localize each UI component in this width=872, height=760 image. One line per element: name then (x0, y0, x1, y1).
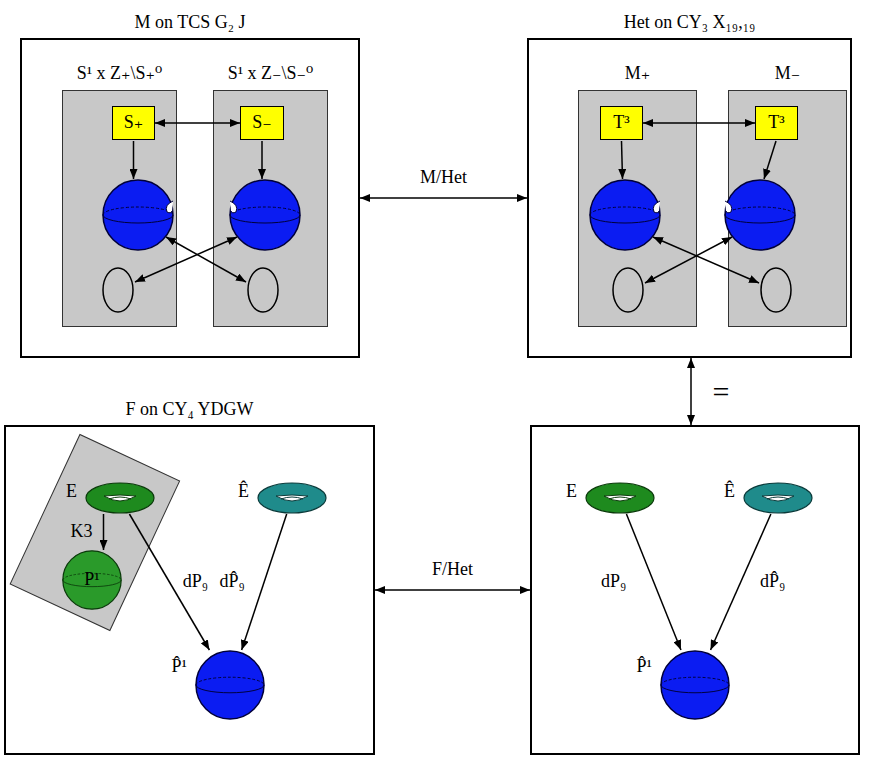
panel-box: T³M₊T³M₋Het on CY₃ X₁₉,₁₉ (527, 38, 852, 358)
patch-header: M₋ (775, 63, 801, 85)
fiber-box: T³ (755, 106, 798, 140)
connector-arrow (155, 122, 240, 124)
fiber-box: S₊ (112, 106, 155, 140)
matching-arrow (653, 237, 759, 283)
sphere-notch (653, 201, 660, 213)
sphere-outline (195, 650, 265, 720)
connector-arrow (360, 197, 527, 199)
edge-label: K3 (71, 521, 93, 543)
connector-arrow (626, 514, 681, 650)
sphere-notch (725, 201, 732, 213)
torus-shape: E (85, 482, 155, 514)
sphere-outline (660, 650, 730, 720)
base-sphere (590, 180, 660, 250)
circle-fiber (248, 268, 278, 312)
edge-label: dP̂₉ (219, 571, 244, 593)
connector-arrow (242, 514, 287, 650)
fibration-region (10, 434, 179, 630)
shape-label: Ê (238, 481, 249, 503)
torus-shape: Ê (743, 482, 813, 514)
edge-label: dP̂₉ (760, 571, 785, 593)
fiber-box: S₋ (240, 106, 284, 140)
torus-outline (585, 482, 655, 514)
torus-shape: Ê (257, 482, 327, 514)
connector-arrow (375, 589, 530, 591)
sphere-notch (230, 201, 237, 213)
matching-arrow (135, 237, 237, 282)
connector-arrow (690, 358, 692, 425)
circle-fiber (613, 268, 643, 312)
fiber-box: T³ (600, 106, 643, 140)
connector-arrow (103, 514, 105, 550)
panel-box: S₊S¹ x Z₊\S₊⁰S₋S¹ x Z₋\S₋⁰M on TCS G₂ J (20, 38, 360, 358)
base-sphere (230, 180, 300, 250)
torus-outline (743, 482, 813, 514)
fibration-arrow (764, 141, 776, 179)
torus-outline (257, 482, 327, 514)
fibration-arrow (261, 141, 263, 179)
shape-label: P¹ (84, 569, 99, 591)
matching-arrow (645, 237, 732, 283)
sphere-notch (166, 201, 173, 213)
circle-fiber (761, 268, 791, 312)
edge-label: dP₉ (183, 571, 208, 593)
torus-shape: E (585, 482, 655, 514)
edge-label: F/Het (432, 559, 473, 581)
edge-label: M/Het (420, 167, 467, 189)
sphere-shape: P̂¹ (195, 650, 265, 720)
patch-header: M₊ (625, 63, 651, 85)
base-sphere (103, 180, 173, 250)
box-label: S₋ (252, 112, 272, 134)
shape-label: Ê (724, 481, 735, 503)
shape-label: E (66, 481, 77, 503)
box-label: T³ (768, 112, 784, 134)
patch-header: S¹ x Z₊\S₊⁰ (77, 63, 163, 85)
fibration-arrow (133, 141, 135, 179)
shape-label: P̂¹ (637, 656, 652, 678)
shape-label: E (566, 481, 577, 503)
shape-label: P̂¹ (172, 656, 187, 678)
matching-arrow (166, 237, 246, 282)
connector-arrow (643, 122, 755, 124)
circle-fiber (103, 268, 133, 312)
box-label: S₊ (124, 112, 144, 134)
fibration-arrow (622, 141, 623, 179)
panel-box: E Ê P̂¹ (530, 425, 860, 755)
box-label: T³ (613, 112, 629, 134)
sphere-shape: P̂¹ (660, 650, 730, 720)
panel-title: F on CY₄ YDGW (125, 399, 253, 421)
edge-label: = (713, 374, 730, 410)
edge-label: dP₉ (601, 571, 626, 593)
connector-arrow (129, 514, 209, 650)
panel-title: Het on CY₃ X₁₉,₁₉ (624, 12, 755, 34)
torus-outline (85, 482, 155, 514)
panel-title: M on TCS G₂ J (135, 12, 246, 34)
base-sphere (725, 180, 795, 250)
sphere-shape: P¹ (62, 550, 122, 610)
patch-header: S¹ x Z₋\S₋⁰ (228, 63, 314, 85)
